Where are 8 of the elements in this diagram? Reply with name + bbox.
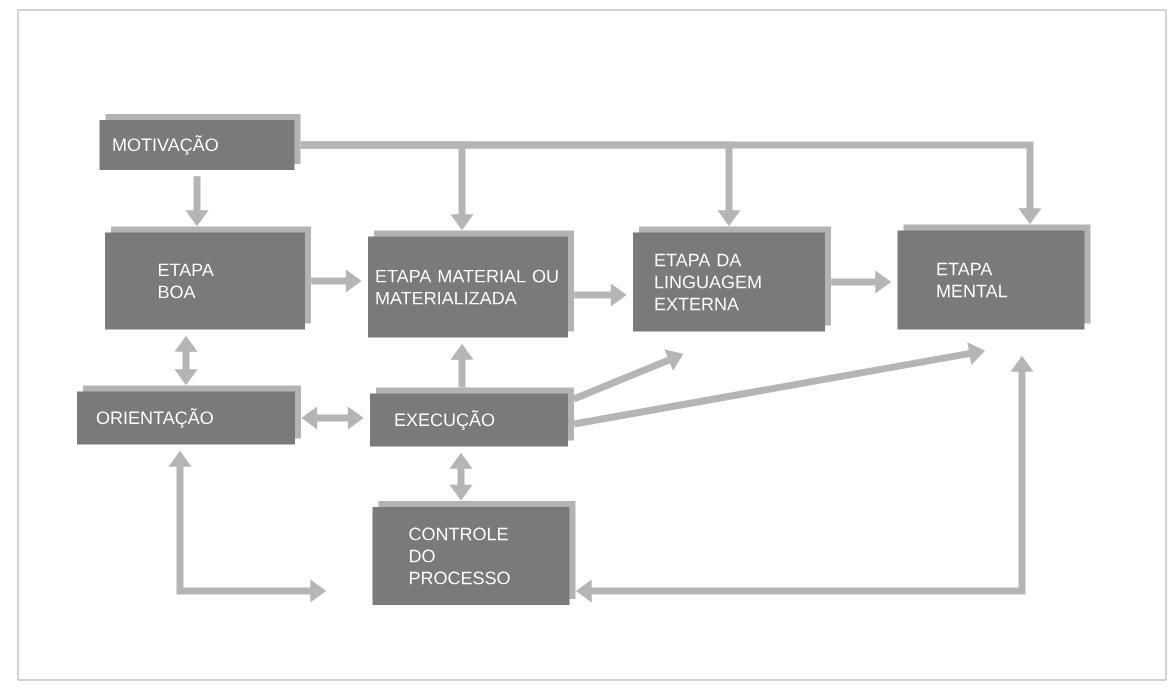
process-box: ETAPA MENTAL: [897, 224, 1091, 330]
process-box: ETAPA DA LINGUAGEM EXTERNA: [633, 226, 831, 332]
process-box: MOTIVAÇÃO: [99, 114, 301, 170]
process-box: ORIENTAÇÃO: [77, 385, 301, 445]
process-box: CONTROLE DO PROCESSO: [372, 501, 576, 605]
process-box: ETAPA BOA: [105, 226, 311, 330]
process-box: ETAPA MATERIAL OU MATERIALIZADA: [368, 230, 574, 338]
process-box: EXECUÇÃO: [370, 387, 574, 447]
